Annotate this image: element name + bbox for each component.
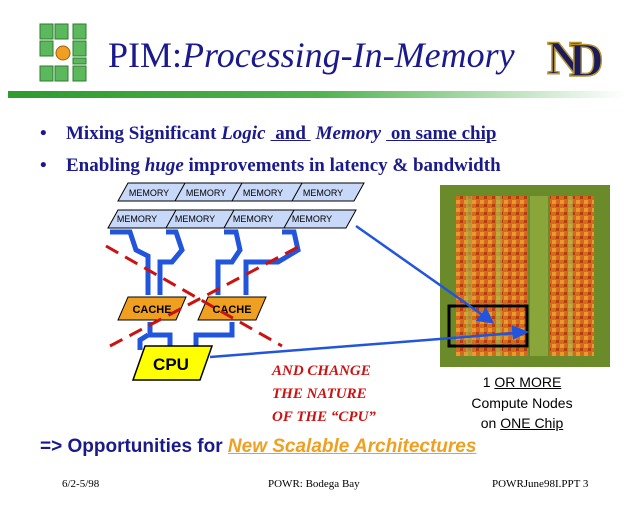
bullet-1-text-a: Mixing Significant [66,123,222,144]
svg-text:MEMORY: MEMORY [117,214,157,224]
bullet-2-text-a: Enabling [66,155,145,176]
footer-date: 6/2-5/98 [62,478,100,490]
bullet-1-memory: Memory [315,123,382,144]
bullet-1-same-chip: on same chip [386,123,497,144]
one-chip: ONE Chip [500,415,564,431]
svg-text:MEMORY: MEMORY [243,188,283,198]
svg-text:MEMORY: MEMORY [129,188,169,198]
svg-text:CPU: CPU [153,355,189,374]
compute-nodes-line-3: on ONE Chip [458,415,586,431]
svg-text:MEMORY: MEMORY [303,188,343,198]
bullet-1-and: and [270,123,311,144]
change-nature-line-3: OF THE “CPU” [272,409,376,425]
compute-nodes-line-1: 1 OR MORE [458,374,586,390]
bullet-1: • Mixing Significant Logic and Memory on … [40,123,496,145]
cache-block-1: CACHE [117,296,187,321]
chip-die-photo [440,185,610,367]
svg-text:MEMORY: MEMORY [233,214,273,224]
footer-slide-id: POWRJune98I.PPT 3 [492,478,589,490]
change-nature-line-1: AND CHANGE [272,363,371,379]
svg-text:N: N [547,32,582,82]
svg-text:D: D [569,34,604,82]
compute-count: 1 [482,374,495,390]
svg-text:MEMORY: MEMORY [292,214,332,224]
compute-nodes-line-2: Compute Nodes [471,395,573,411]
svg-text:MEMORY: MEMORY [175,214,215,224]
ornament-logo [39,23,87,82]
on-text: on [480,415,501,431]
memory-row-front: MEMORY MEMORY MEMORY MEMORY [107,209,357,229]
svg-text:CACHE: CACHE [132,304,171,316]
cpu-block: CPU [131,345,214,381]
footer-center: POWR: Bodega Bay [268,478,360,490]
notre-dame-logo: N D [546,31,604,82]
bullet-1-logic: Logic [221,123,266,144]
bullet-2-huge: huge [144,155,184,176]
title-divider [8,91,626,98]
arrows [209,224,530,359]
memory-chip: MEMORY [283,209,357,229]
opportunities-highlight: New Scalable Architectures [227,436,477,457]
page-title: PIM:Processing-In-Memory [108,34,515,76]
svg-text:CACHE: CACHE [212,304,251,316]
bullet-marker: • [40,155,47,176]
bullet-2: • Enabling huge improvements in latency &… [40,155,501,177]
svg-text:MEMORY: MEMORY [186,188,226,198]
memory-bus [110,229,301,350]
compute-node-box [447,304,529,348]
or-more: OR MORE [494,374,562,390]
title-main: Processing-In-Memory [182,35,515,75]
title-prefix: PIM: [108,35,183,75]
change-nature-line-2: THE NATURE [272,386,367,402]
opportunities-line: => Opportunities for New Scalable Archit… [40,436,476,458]
cross-out-mark [105,244,301,348]
bullet-2-text-b: improvements in latency & bandwidth [183,155,501,176]
memory-row-back: MEMORY MEMORY MEMORY MEMORY [117,182,365,202]
opportunities-prefix: => Opportunities for [40,436,228,457]
bullet-marker: • [40,123,47,144]
memory-chip: MEMORY [291,182,365,202]
cache-block-2: CACHE [197,296,267,321]
